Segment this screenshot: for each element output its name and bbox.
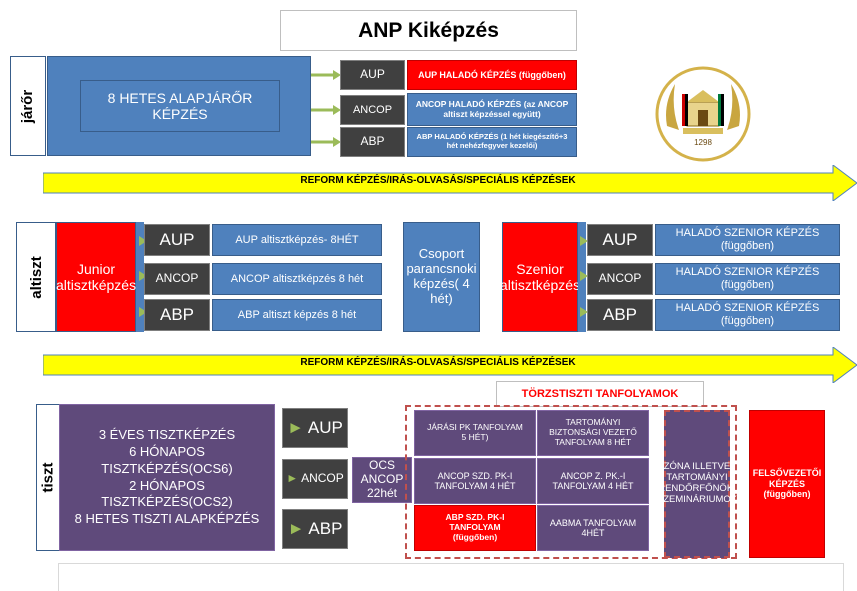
reform-arrow-2 — [43, 347, 857, 383]
tiszt-main-courses: 3 ÉVES TISZTKÉPZÉS 6 HÓNAPOS TISZTKÉPZÉS… — [59, 404, 275, 551]
staff-course-2: TARTOMÁNYI BIZTONSÁGI VEZETŐ TANFOLYAM 8… — [537, 410, 649, 456]
svg-text:1298: 1298 — [694, 138, 712, 147]
staff-course-6: AABMA TANFOLYAM 4HÉT — [537, 505, 649, 551]
reform-banner-text-2: REFORM KÉPZÉS/IRÁS-OLVASÁS/SPECIÁLIS KÉP… — [300, 357, 576, 368]
altiszt-senior-aup: AUP — [587, 224, 653, 256]
altiszt-senior-ancop: ANCOP — [587, 263, 653, 295]
staff-dashed-frame — [405, 405, 737, 559]
jaror-aup-label: AUP — [340, 60, 405, 90]
altiszt-senior-ancop-course: HALADÓ SZENIOR KÉPZÉS (függőben) — [655, 263, 840, 295]
jaror-main-outer — [47, 56, 311, 156]
tiszt-aup: ►AUP — [282, 408, 348, 448]
tiszt-ancop: ►ANCOP — [282, 459, 348, 499]
altiszt-junior-ancop: ANCOP — [144, 263, 210, 295]
bottom-empty-box — [58, 563, 844, 591]
tiszt-ocs: OCS ANCOP 22hét — [352, 457, 412, 503]
zone-seminars: ZÓNA ILLETVE TARTOMÁNYI RENDŐRFŐNÖKI SZE… — [657, 410, 737, 558]
altiszt-junior-aup: AUP — [144, 224, 210, 256]
altiszt-side-label: altiszt — [16, 222, 56, 332]
staff-course-4: ANCOP Z. PK.-I TANFOLYAM 4 HÉT — [537, 458, 649, 504]
title-box: ANP Kiképzés — [280, 10, 577, 51]
staff-course-5: ABP SZD. PK-I TANFOLYAM (függőben) — [414, 505, 536, 551]
jaror-abp-label: ABP — [340, 127, 405, 157]
altiszt-junior-aup-course: AUP altisztképzés- 8HÉT — [212, 224, 382, 256]
jaror-ancop-label: ANCOP — [340, 95, 405, 125]
altiszt-junior-abp: ABP — [144, 299, 210, 331]
altiszt-senior-aup-course: HALADÓ SZENIOR KÉPZÉS (függőben) — [655, 224, 840, 256]
senior-executive-training: FELSŐVEZETŐI KÉPZÉS (függőben) — [749, 410, 825, 558]
jaror-main-course: 8 HETES ALAPJÁRŐR KÉPZÉS — [80, 80, 280, 132]
staff-header: TÖRZSTISZTI TANFOLYAMOK — [521, 388, 679, 400]
staff-course-3: ANCOP SZD. PK-I TANFOLYAM 4 HÉT — [414, 458, 536, 504]
altiszt-junior-ancop-course: ANCOP altisztképzés 8 hét — [212, 263, 382, 295]
altiszt-senior-abp-course: HALADÓ SZENIOR KÉPZÉS (függőben) — [655, 299, 840, 331]
altiszt-junior-abp-course: ABP altiszt képzés 8 hét — [212, 299, 382, 331]
staff-course-1: JÁRÁSI PK TANFOLYAM 5 HÉT) — [414, 410, 536, 456]
altiszt-senior-abp: ABP — [587, 299, 653, 331]
altiszt-senior-connectors — [578, 222, 588, 332]
afghanistan-emblem-icon: 1298 — [655, 66, 751, 162]
reform-arrow-1 — [43, 165, 857, 201]
altiszt-group-leader: Csoport parancsnoki képzés( 4 hét) — [403, 222, 480, 332]
jaror-aup-course: AUP HALADÓ KÉPZÉS (függőben) — [407, 60, 577, 90]
jaror-ancop-course: ANCOP HALADÓ KÉPZÉS (az ANCOP altiszt ké… — [407, 93, 577, 126]
page-title: ANP Kiképzés — [358, 18, 499, 42]
tiszt-left-border — [36, 404, 60, 551]
tiszt-side-label: tiszt — [38, 404, 58, 551]
staff-header-box: TÖRZSTISZTI TANFOLYAMOK — [496, 381, 704, 407]
reform-banner-text-1: REFORM KÉPZÉS/IRÁS-OLVASÁS/SPECIÁLIS KÉP… — [300, 175, 576, 186]
altiszt-junior: Junior altisztképzés — [56, 222, 136, 332]
altiszt-junior-connectors — [139, 236, 147, 317]
jaror-abp-course: ABP HALADÓ KÉPZÉS (1 hét kiegészítő+3 hé… — [407, 127, 577, 157]
tiszt-abp: ►ABP — [282, 509, 348, 549]
jaror-connectors — [311, 70, 341, 147]
jaror-side-label: járőr — [10, 56, 46, 156]
altiszt-senior: Szenior altisztképzés — [500, 222, 580, 332]
